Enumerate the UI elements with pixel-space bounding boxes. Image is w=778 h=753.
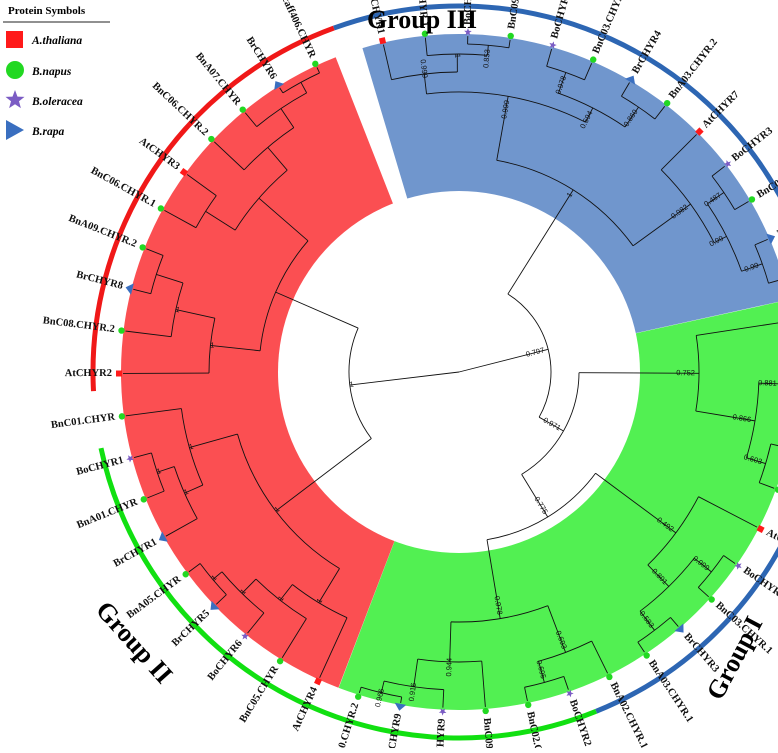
support-value-label: 1 [453, 54, 462, 58]
leaf-marker-circle [643, 652, 649, 658]
support-value-label: 0.944 [444, 658, 454, 677]
leaf-label: AtCHYR7 [700, 89, 741, 130]
leaf-label: BnC08.CHYR.2 [42, 315, 115, 335]
leaf-marker-circle [664, 100, 670, 106]
leaf-label: BnC06.CHYR.1 [89, 165, 158, 209]
leaf-marker-circle [240, 106, 246, 112]
leaf-marker-circle [708, 596, 714, 602]
group-iii-label: Group III [367, 5, 477, 34]
leaf-marker-circle [355, 694, 361, 700]
legend-item-brapa: B.rapa [31, 126, 65, 138]
leaf-marker-circle [525, 702, 531, 708]
leaf-marker-circle [590, 56, 596, 62]
leaf-marker-circle [208, 136, 214, 142]
leaf-marker-circle [182, 571, 188, 577]
support-value-label: 0.853 [481, 49, 492, 69]
legend-star-marker [5, 90, 24, 108]
leaf-label: BrCHYR8 [75, 269, 124, 291]
support-value-label: 0.881 [758, 378, 777, 388]
legend: Protein Symbols A.thaliana B.napus B.ole… [3, 5, 110, 140]
leaf-label: BnA01.CHYR [75, 497, 139, 532]
leaf-label: BoCHYR1 [75, 455, 125, 478]
support-value-label: 0.752 [676, 368, 695, 377]
leaf-label: BnA05.CHYR [125, 574, 184, 621]
leaf-marker-square [116, 370, 122, 376]
legend-item-boleracea: B.oleracea [31, 96, 83, 108]
legend-square-marker [6, 31, 23, 48]
leaf-marker-circle [482, 708, 488, 714]
leaf-marker-circle [119, 413, 125, 419]
leaf-label: BnC01.CHYR [50, 412, 116, 431]
leaf-label: BnC09.CHYR.2 [481, 717, 498, 748]
leaf-marker-circle [749, 196, 755, 202]
leaf-marker-circle [139, 244, 145, 250]
leaf-marker-circle [118, 327, 124, 333]
legend-circle-marker [6, 61, 24, 79]
legend-item-bnapus: B.napus [31, 66, 72, 78]
legend-triangle-marker [6, 120, 24, 140]
leaf-label: BrCHYR5 [170, 608, 212, 649]
leaf-label: BnC09.CHYR.1 [506, 0, 528, 30]
leaf-marker-circle [158, 205, 164, 211]
leaf-label: BoCHYR9 [434, 718, 447, 748]
legend-title: Protein Symbols [8, 5, 86, 17]
leaf-label: AtCHYR2 [65, 368, 112, 379]
leaf-marker-circle [508, 33, 514, 39]
legend-item-athaliana: A.thaliana [31, 35, 82, 47]
leaf-marker-circle [312, 61, 318, 67]
leaf-marker-circle [606, 674, 612, 680]
leaf-label: BnC05.CHYR [238, 664, 281, 725]
leaf-marker-circle [277, 658, 283, 664]
leaf-marker-circle [141, 496, 147, 502]
